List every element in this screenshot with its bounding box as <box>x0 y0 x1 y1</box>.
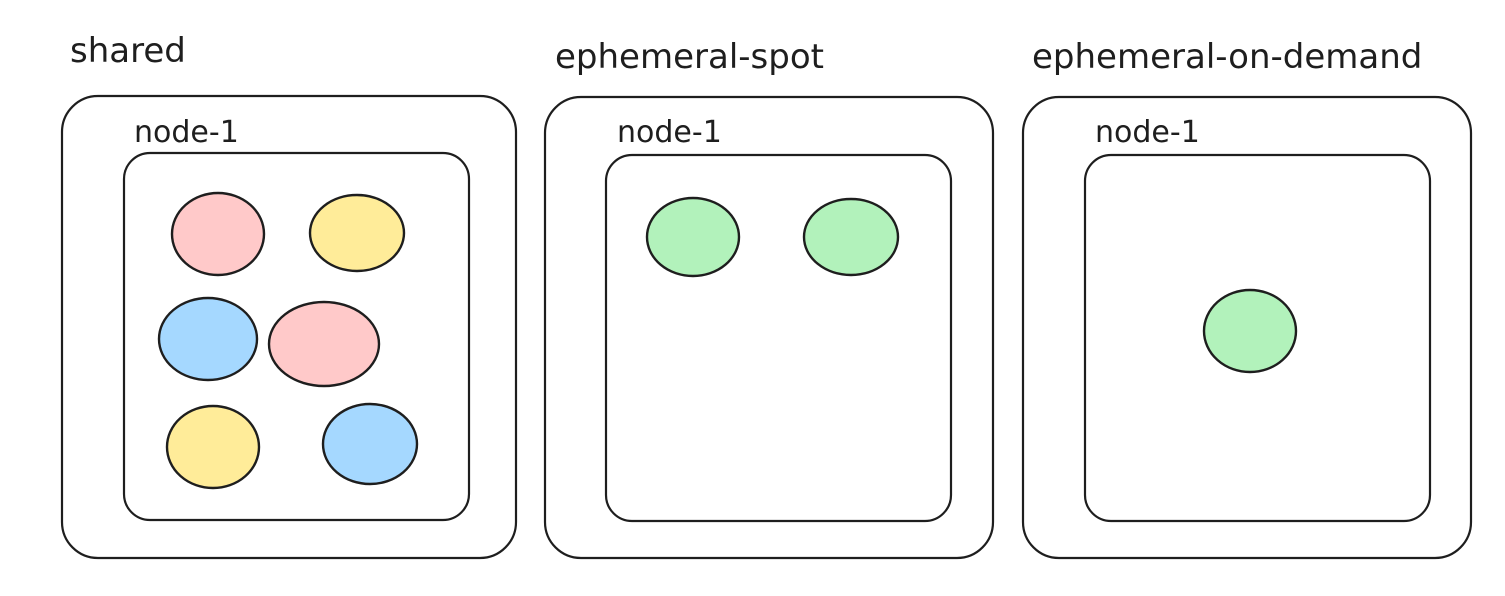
pod <box>267 300 381 388</box>
node-container <box>1083 153 1432 523</box>
node-title: node-1 <box>134 115 239 150</box>
pool-container <box>60 94 518 560</box>
pool-ephemeral-on-demand: ephemeral-on-demand node-1 <box>1021 37 1473 560</box>
pod <box>165 404 261 490</box>
pool-shared: shared node-1 <box>60 31 518 560</box>
pod <box>1202 288 1298 374</box>
pool-title: shared <box>70 31 186 71</box>
pool-container <box>1021 95 1473 560</box>
pool-title: ephemeral-spot <box>555 37 824 77</box>
pool-container <box>543 95 995 560</box>
node-title: node-1 <box>1095 115 1200 150</box>
pod <box>308 193 406 273</box>
pod <box>170 191 266 277</box>
pod <box>645 196 741 278</box>
pod <box>802 197 900 277</box>
node-title: node-1 <box>617 115 722 150</box>
pool-ephemeral-spot: ephemeral-spot node-1 <box>543 37 995 560</box>
node-container <box>122 151 471 522</box>
node-container <box>604 153 953 523</box>
pod <box>157 296 259 382</box>
pool-title: ephemeral-on-demand <box>1032 37 1422 77</box>
pod <box>321 402 419 486</box>
